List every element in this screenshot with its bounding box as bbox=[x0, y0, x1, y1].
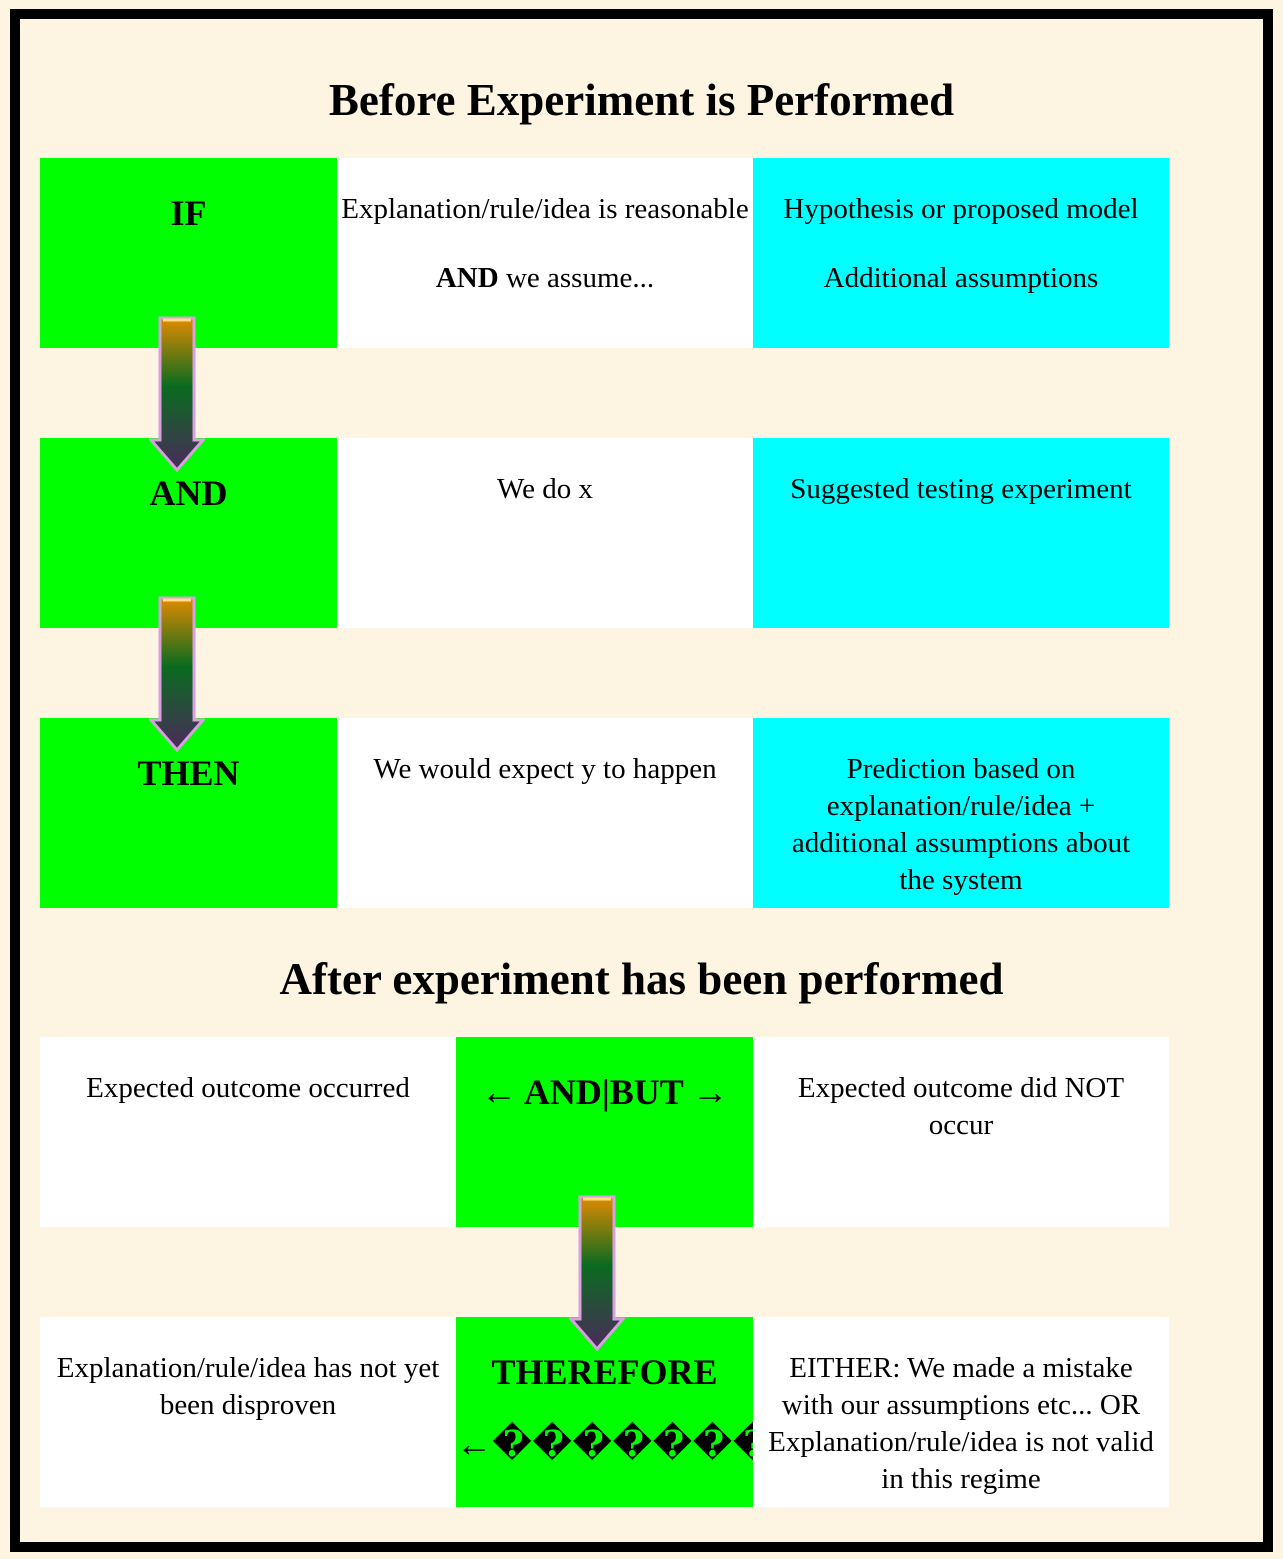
keyword-and: AND bbox=[40, 438, 337, 628]
assumptions-label: Additional assumptions bbox=[823, 262, 1099, 294]
after-title: After experiment has been performed bbox=[279, 954, 1004, 1004]
not-disproven: Explanation/rule/idea has not yet been d… bbox=[40, 1317, 456, 1507]
keyword-therefore: THEREFORE bbox=[491, 1352, 718, 1392]
then-description: We would expect y to happen bbox=[337, 718, 753, 908]
down-arrow-icon bbox=[149, 596, 205, 752]
keyword-then: THEN bbox=[40, 718, 337, 908]
and-role: Suggested testing experiment bbox=[753, 438, 1169, 628]
keyword-if: IF bbox=[40, 158, 337, 348]
down-arrow-icon bbox=[149, 316, 205, 472]
then-role: Prediction based on explanation/rule/ide… bbox=[753, 718, 1169, 908]
and-description: We do x bbox=[337, 438, 753, 628]
if-role: Hypothesis or proposed model Additional … bbox=[753, 158, 1169, 348]
outcome-occurred: Expected outcome occurred bbox=[40, 1037, 456, 1227]
before-title: Before Experiment is Performed bbox=[328, 75, 955, 125]
if-description-text: Explanation/rule/idea is reasonable bbox=[341, 193, 749, 225]
outcome-not-occurred: Expected outcome did NOT occur bbox=[753, 1037, 1169, 1227]
down-arrow-icon bbox=[569, 1195, 625, 1351]
therefore-arrows: ←�������→ bbox=[456, 1424, 753, 1464]
and-bold-word: AND bbox=[435, 262, 499, 294]
hypothesis-label: Hypothesis or proposed model bbox=[783, 193, 1139, 225]
therefore-box: THEREFORE ←�������→ bbox=[456, 1317, 753, 1507]
keyword-and-but: ← AND|BUT → bbox=[456, 1037, 753, 1227]
if-description: Explanation/rule/idea is reasonable AND … bbox=[337, 158, 753, 348]
either-conclusion: EITHER: We made a mistake with our assum… bbox=[753, 1317, 1169, 1507]
assume-text: we assume... bbox=[498, 262, 655, 294]
